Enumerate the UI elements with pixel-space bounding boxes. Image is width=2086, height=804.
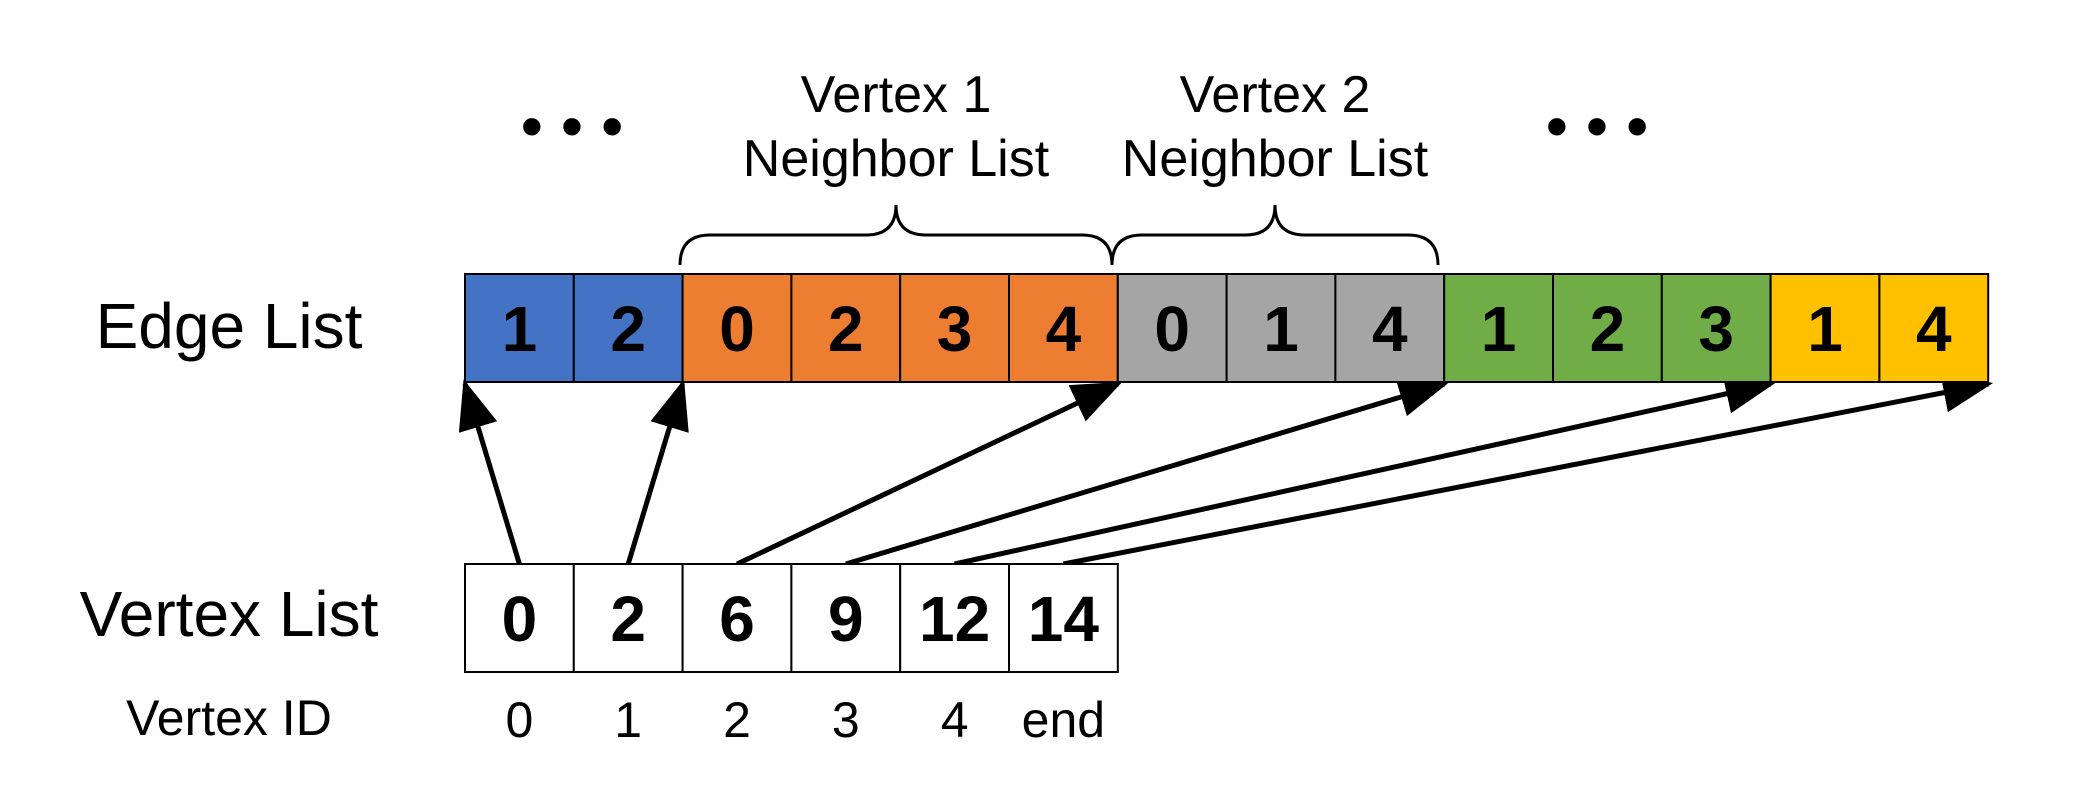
edge-cell-value: 4 [1916,293,1952,365]
edge-cell-value: 0 [1154,293,1190,365]
vertex-cell-value: 2 [610,583,646,655]
ellipsis-left: • • • [521,90,624,162]
edge-cell: 3 [899,273,1011,383]
vertex-cell: 6 [681,563,793,673]
edge-cell-value: 1 [1481,293,1517,365]
edge-cell-box [572,273,684,383]
vertex2-brace-label-line1: Vertex 2 [1180,66,1371,124]
vertex-cell-box [681,563,793,673]
vertex-id: 1 [614,692,642,748]
vertex-id: end [1022,692,1105,748]
edge-cell-box [1008,273,1119,383]
vertex-cell: 14 [1008,563,1119,673]
vertex1-brace-label-line2: Neighbor List [743,130,1050,188]
vertex-cell: 9 [790,563,902,673]
edge-cell-value: 3 [937,293,973,365]
vertex-list-label: Vertex List [80,578,379,650]
edge-cell-box [1334,273,1446,383]
offset-arrow [954,374,1776,567]
edge-cell: 4 [1334,273,1446,383]
edge-cell-value: 4 [1046,293,1082,365]
vertex-id-labels: 0 1 2 3 4 end [505,692,1105,748]
edge-cell-box [464,273,575,383]
edge-cell: 1 [1769,273,1881,383]
edge-cell: 4 [1878,273,1990,383]
edge-cell: 1 [1443,273,1554,383]
vertex-cell-box [1008,563,1119,673]
edge-cell-value: 4 [1372,293,1408,365]
edge-cell: 4 [1008,273,1119,383]
edge-cell-box [1769,273,1881,383]
vertex-cell: 0 [464,563,575,673]
vertex-cell-value: 9 [828,583,864,655]
edge-cell-box [899,273,1011,383]
offset-arrow [458,379,522,565]
vertex2-brace-label-line2: Neighbor List [1122,130,1429,188]
vertex1-brace-label-line1: Vertex 1 [801,66,992,124]
vertex-cell-value: 14 [1028,583,1100,655]
edge-cell-box [1660,273,1772,383]
vertex-id: 2 [723,692,751,748]
vertex-cell-box [790,563,902,673]
offset-arrow [625,379,689,565]
vertex2-brace [1110,204,1440,266]
edge-cell-box [1443,273,1554,383]
vertex-cell-value: 6 [719,583,755,655]
offset-arrow [735,381,1123,567]
edge-cell: 1 [464,273,575,383]
edge-cell-box [1225,273,1337,383]
edge-cell-value: 1 [1263,293,1299,365]
vertex-cell: 2 [572,563,684,673]
edge-cell-value: 2 [828,293,864,365]
edge-cell: 2 [1552,273,1663,383]
edge-cell-value: 2 [610,293,646,365]
edge-cell-box [681,273,793,383]
vertex-cell: 12 [899,563,1011,673]
edge-cell-box [790,273,902,383]
edge-cell: 3 [1660,273,1772,383]
edge-cell-value: 1 [502,293,538,365]
vertex-cell-box [464,563,575,673]
offset-arrow [845,377,1449,567]
edge-cell: 2 [572,273,684,383]
vertex-id: 3 [832,692,860,748]
offset-arrow [1062,372,1994,567]
edge-cell: 2 [790,273,902,383]
edge-cell: 0 [681,273,793,383]
vertex-cell-value: 0 [502,583,538,655]
edge-cell-box [1552,273,1663,383]
vertex-id-label: Vertex ID [126,690,332,746]
ellipsis-right: • • • [1546,90,1649,162]
vertex-cell-box [899,563,1011,673]
edge-list-label: Edge List [96,290,363,362]
edge-cell: 1 [1225,273,1337,383]
arrows-group [458,372,1994,567]
vertex1-brace [678,204,1114,266]
vertex-id: 4 [941,692,969,748]
edge-cell-value: 0 [719,293,755,365]
edge-cell-value: 2 [1590,293,1626,365]
vertex-id: 0 [505,692,533,748]
vertex-cell-box [572,563,684,673]
vertex-cell-value: 12 [919,583,990,655]
edge-cell-value: 1 [1807,293,1843,365]
edge-cell-value: 3 [1698,293,1734,365]
edge-cell: 0 [1116,273,1228,383]
edge-cell-box [1878,273,1990,383]
